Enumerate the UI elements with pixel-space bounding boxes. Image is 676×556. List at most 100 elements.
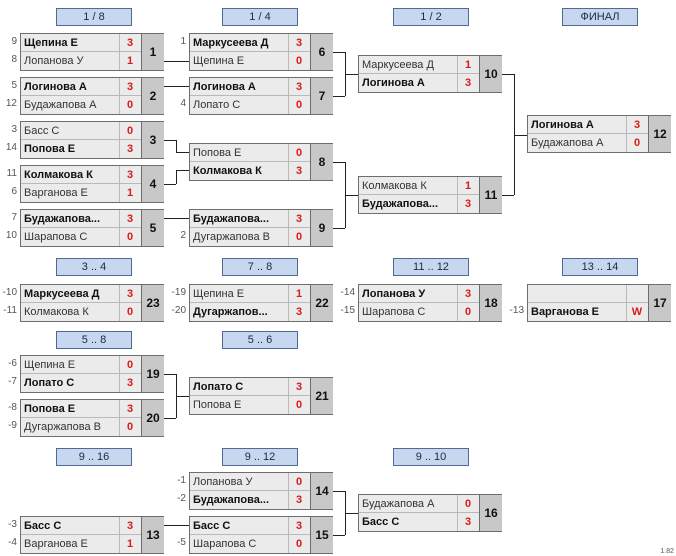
player-row[interactable]: Будажапова...3 — [21, 210, 141, 228]
player-score: 3 — [457, 74, 478, 92]
player-row[interactable]: Будажапова...3 — [359, 195, 479, 213]
round-header: 9 .. 16 — [56, 448, 132, 466]
player-score: 3 — [119, 140, 140, 158]
connector-line — [333, 535, 345, 536]
round-header: 5 .. 6 — [222, 331, 298, 349]
player-name: Маркусеева Д — [193, 37, 269, 49]
player-score: W — [626, 303, 647, 321]
player-row[interactable]: Будажапова...3 — [190, 210, 310, 228]
player-score: 1 — [119, 535, 140, 553]
player-name: Лопато С — [24, 377, 75, 389]
player-row[interactable]: Дугаржапов...3 — [190, 303, 310, 321]
connector-line — [164, 418, 176, 419]
match-number: 2 — [141, 78, 164, 114]
player-row[interactable]: Будажапова...3 — [190, 491, 310, 509]
player-name: Будажапова А — [531, 137, 604, 149]
connector-line — [164, 218, 189, 219]
player-name: Колмакова К — [362, 180, 427, 192]
player-name: Басс С — [193, 520, 231, 532]
player-name: Колмакова К — [24, 306, 89, 318]
player-name: Логинова А — [193, 81, 256, 93]
seed-number: 10 — [5, 230, 17, 241]
player-name: Будажапова... — [24, 213, 101, 225]
seed-number: -2 — [177, 493, 186, 504]
round-header: 9 .. 12 — [222, 448, 298, 466]
player-score: 0 — [288, 228, 309, 246]
seed-number: 7 — [11, 212, 17, 223]
player-name: Дугаржапов... — [193, 306, 268, 318]
seed-number: 6 — [11, 186, 17, 197]
seed-number: -5 — [177, 537, 186, 548]
connector-line — [176, 170, 189, 171]
player-name: Попова Е — [193, 147, 242, 159]
player-name: Басс С — [24, 125, 60, 137]
connector-line — [333, 228, 345, 229]
round-header: 1 / 4 — [222, 8, 298, 26]
player-row[interactable] — [528, 285, 648, 303]
